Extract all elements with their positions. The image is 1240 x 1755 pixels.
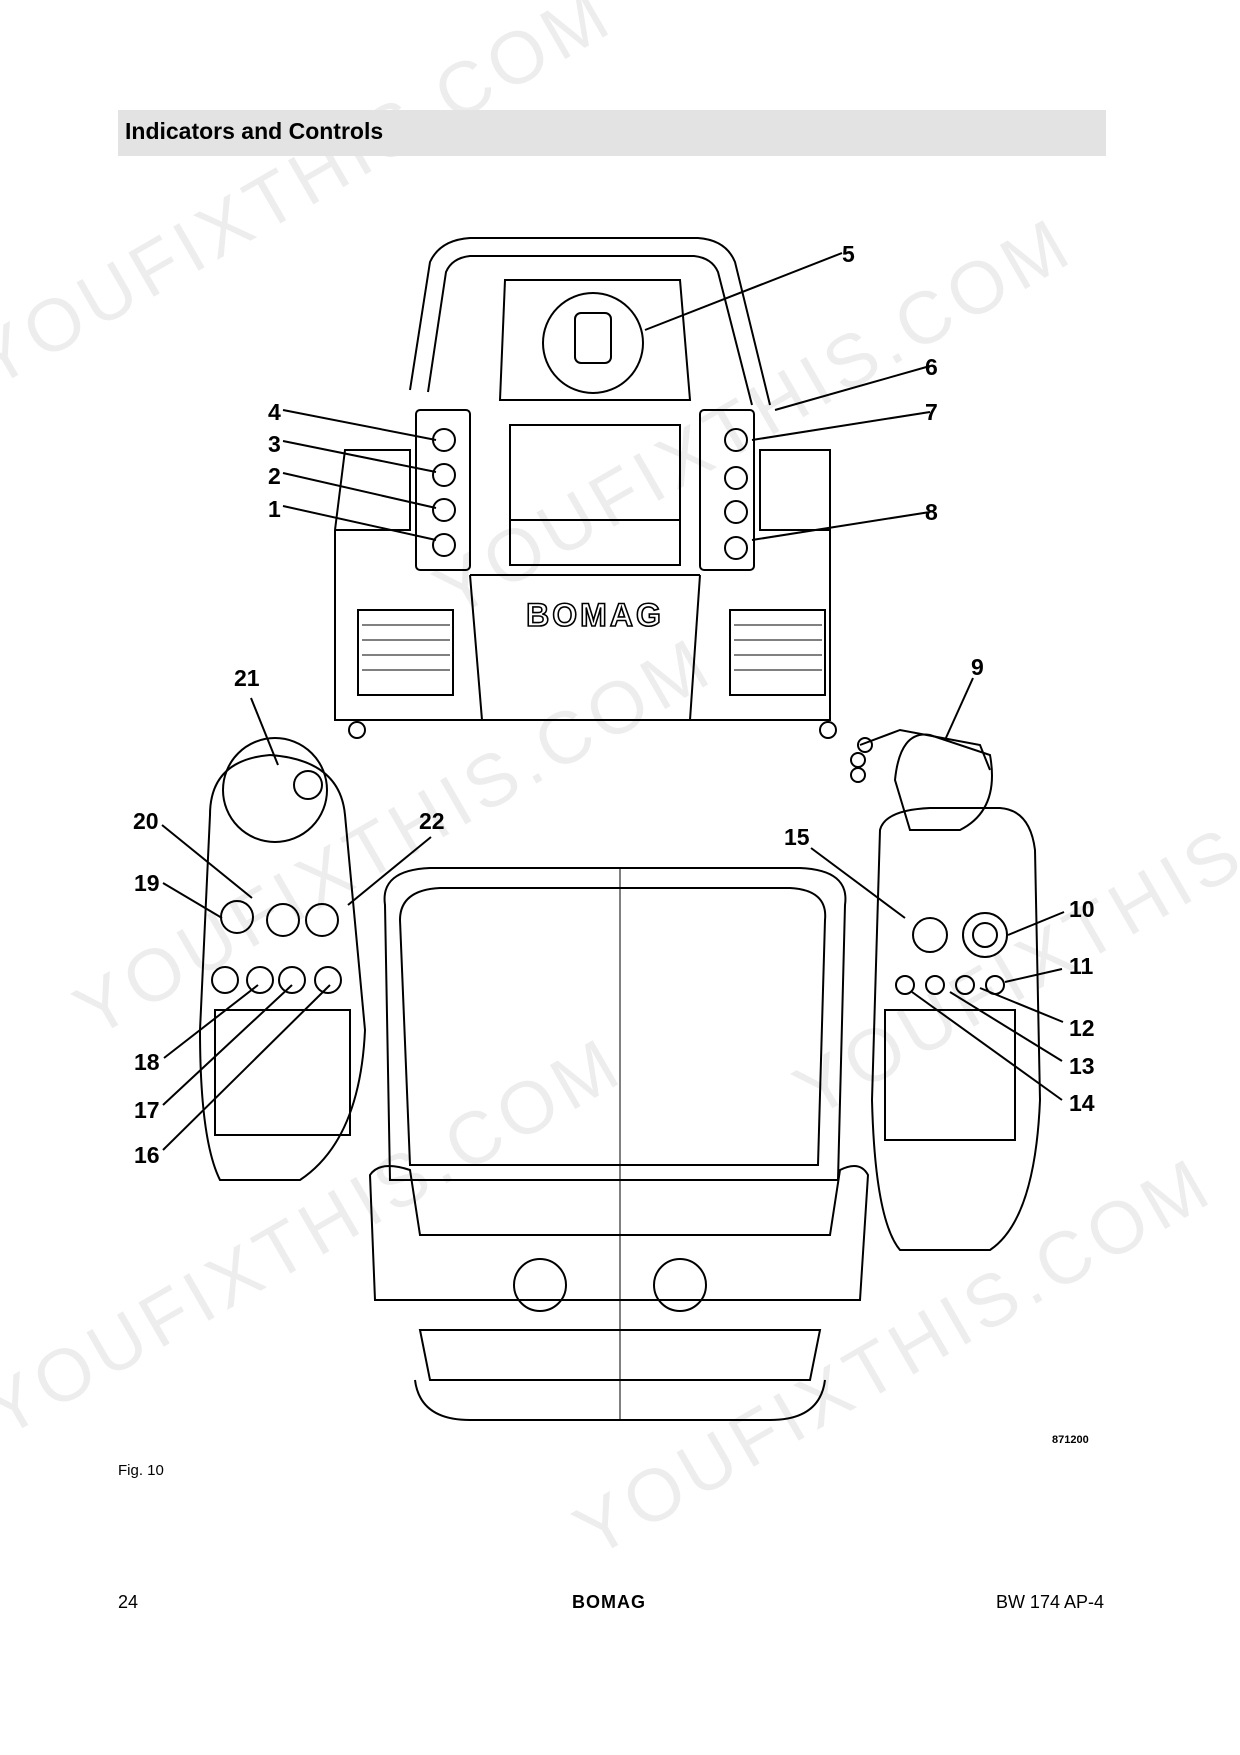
callout-8: 8 xyxy=(925,499,938,525)
callout-14: 14 xyxy=(1069,1090,1095,1116)
callout-1: 1 xyxy=(268,496,281,522)
page-number: 24 xyxy=(118,1592,139,1612)
callout-21: 21 xyxy=(234,665,260,691)
callout-22: 22 xyxy=(419,808,445,834)
callout-5: 5 xyxy=(842,241,855,267)
figure-caption: Fig. 10 xyxy=(118,1462,164,1479)
page-title: Indicators and Controls xyxy=(125,118,384,144)
callout-15: 15 xyxy=(784,824,810,850)
callout-20: 20 xyxy=(133,808,159,834)
callout-17: 17 xyxy=(134,1097,160,1123)
footer-model: BW 174 AP-4 xyxy=(995,1592,1104,1612)
callout-9: 9 xyxy=(971,654,984,680)
callout-10: 10 xyxy=(1069,896,1095,922)
brand-plate: BOMAG xyxy=(526,597,664,633)
callout-6: 6 xyxy=(925,354,938,380)
callout-12: 12 xyxy=(1069,1015,1095,1041)
callout-4: 4 xyxy=(268,399,281,425)
section-header: Indicators and Controls xyxy=(118,110,1106,156)
footer-brand: BOMAG xyxy=(572,1592,646,1612)
callout-11: 11 xyxy=(1069,953,1094,979)
callout-16: 16 xyxy=(134,1142,160,1168)
callout-7: 7 xyxy=(925,399,938,425)
callout-13: 13 xyxy=(1069,1053,1095,1079)
callout-19: 19 xyxy=(134,870,160,896)
callout-3: 3 xyxy=(268,431,281,457)
callout-2: 2 xyxy=(268,463,281,489)
figure-image-number: 871200 xyxy=(1052,1434,1089,1446)
callout-18: 18 xyxy=(134,1049,160,1075)
